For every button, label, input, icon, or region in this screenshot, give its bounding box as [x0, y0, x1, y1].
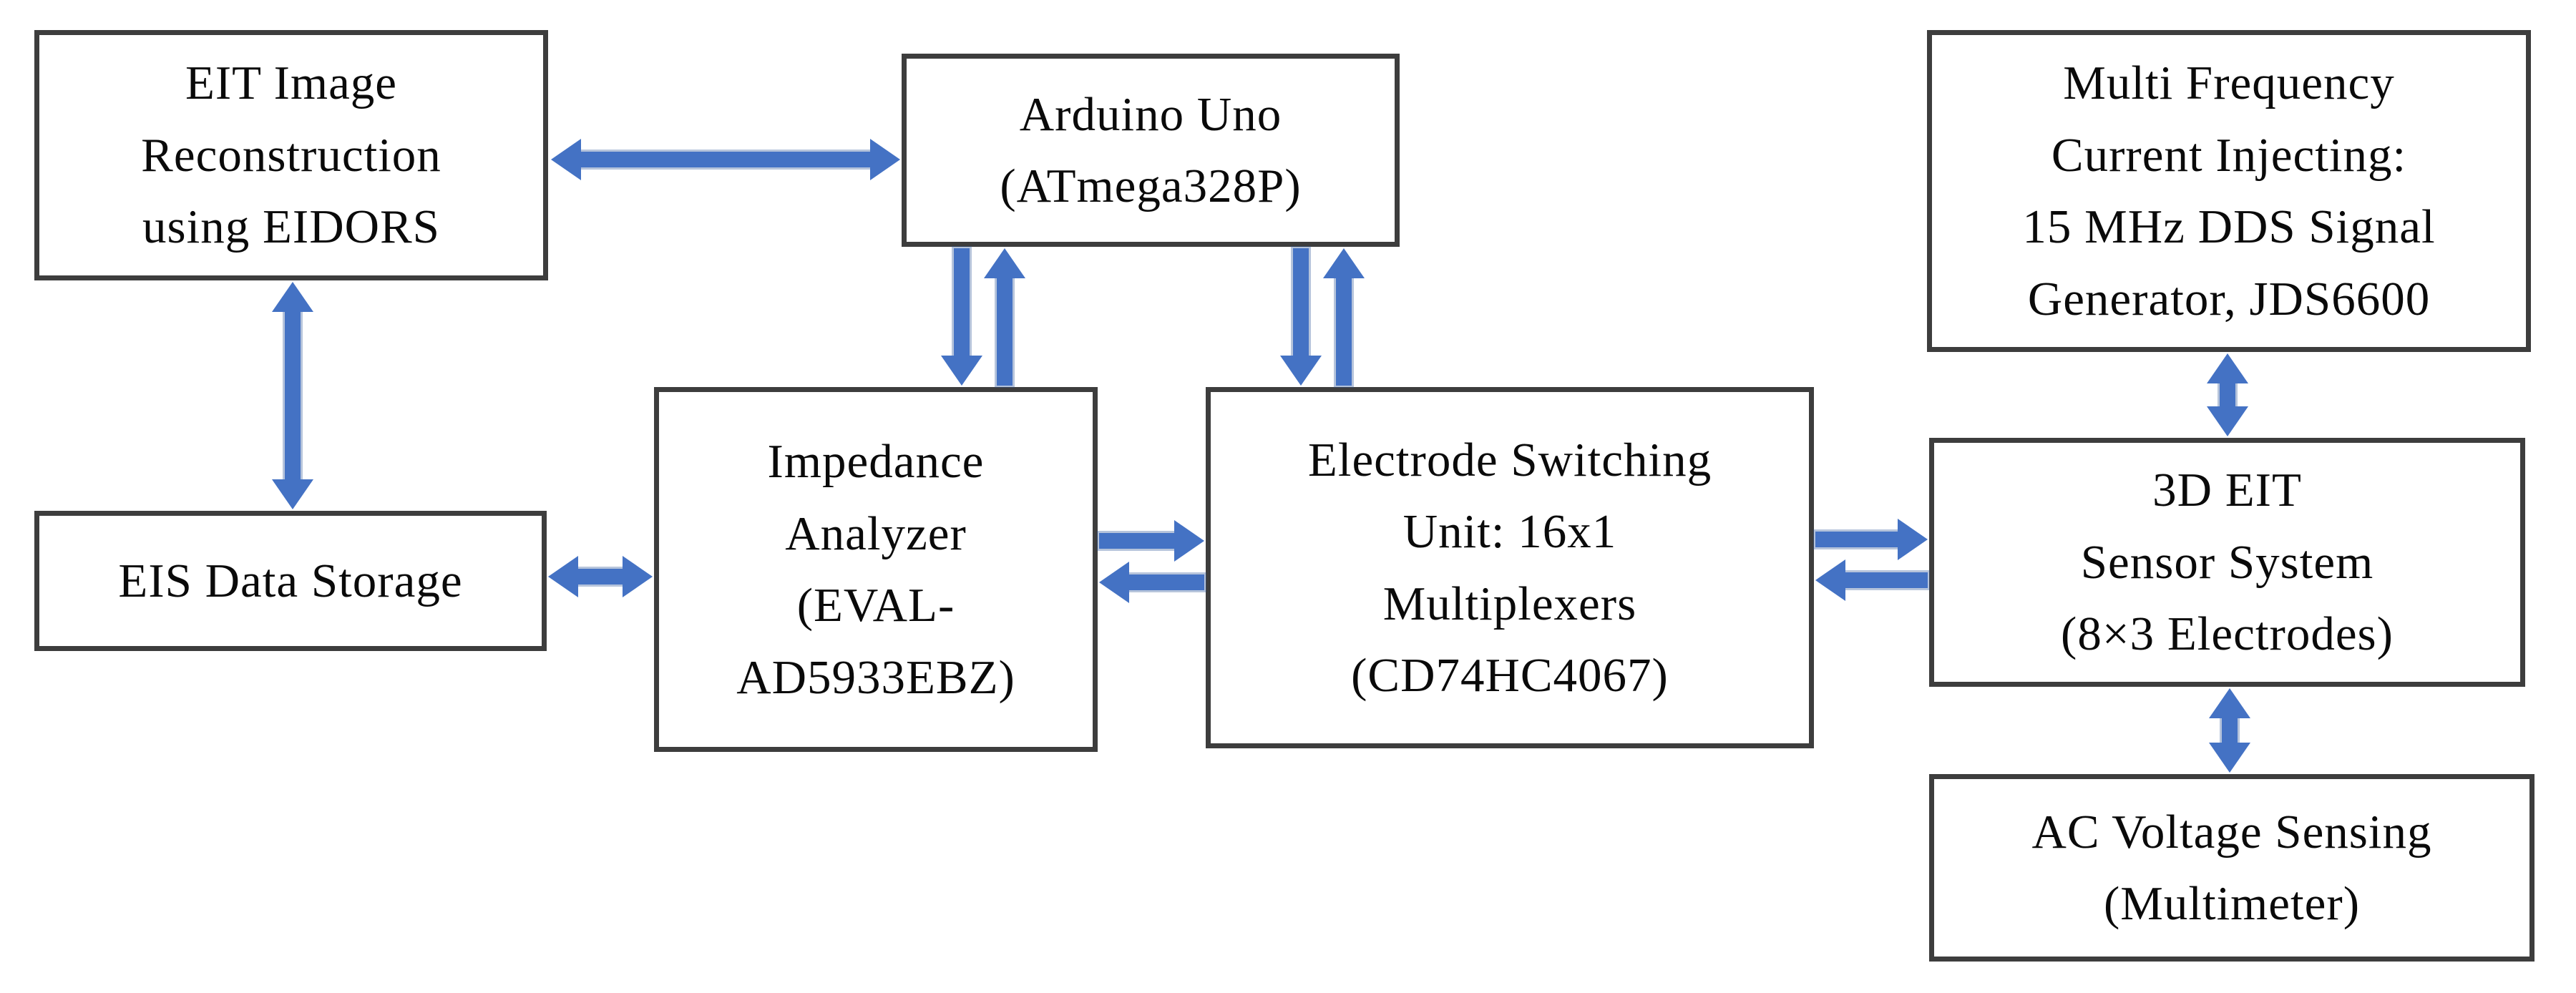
arrow-esu-arduino [1323, 248, 1365, 386]
node-arduino-label: Arduino Uno (ATmega328P) [1000, 87, 1302, 213]
arrow-impedance-eis [548, 556, 653, 597]
node-multi-frequency-label: Multi Frequency Current Injecting: 15 MH… [2022, 57, 2436, 326]
node-3d-eit-sensor: 3D EIT Sensor System (8×3 Electrodes) [1929, 438, 2525, 687]
node-impedance-analyzer-label: Impedance Analyzer (EVAL- AD5933EBZ) [736, 435, 1015, 704]
arrow-eit-arduino [551, 139, 900, 180]
arrow-esu-sensor [1815, 519, 1928, 560]
arrow-esu-impedance [1099, 562, 1204, 603]
arrow-multifreq-sensor [2207, 353, 2248, 436]
node-eis-storage: EIS Data Storage [34, 511, 547, 651]
node-3d-eit-sensor-label: 3D EIT Sensor System (8×3 Electrodes) [2061, 464, 2394, 661]
node-eit-reconstruction: EIT Image Reconstruction using EIDORS [34, 30, 548, 280]
arrow-arduino-impedance [941, 248, 982, 386]
node-impedance-analyzer: Impedance Analyzer (EVAL- AD5933EBZ) [654, 387, 1098, 752]
arrow-sensor-ac [2209, 688, 2250, 773]
node-arduino: Arduino Uno (ATmega328P) [902, 54, 1400, 247]
node-electrode-switching: Electrode Switching Unit: 16x1 Multiplex… [1206, 387, 1814, 748]
arrow-arduino-esu [1280, 248, 1322, 386]
arrow-eit-eis [272, 282, 313, 509]
node-eit-reconstruction-label: EIT Image Reconstruction using EIDORS [141, 57, 441, 254]
arrow-impedance-esu [1099, 520, 1204, 562]
arrow-sensor-esu [1815, 559, 1928, 601]
node-ac-voltage: AC Voltage Sensing (Multimeter) [1929, 774, 2534, 962]
node-electrode-switching-label: Electrode Switching Unit: 16x1 Multiplex… [1307, 433, 1712, 703]
arrow-impedance-arduino [984, 248, 1025, 386]
node-eis-storage-label: EIS Data Storage [118, 554, 463, 607]
node-multi-frequency: Multi Frequency Current Injecting: 15 MH… [1927, 30, 2531, 352]
node-ac-voltage-label: AC Voltage Sensing (Multimeter) [2031, 805, 2432, 931]
